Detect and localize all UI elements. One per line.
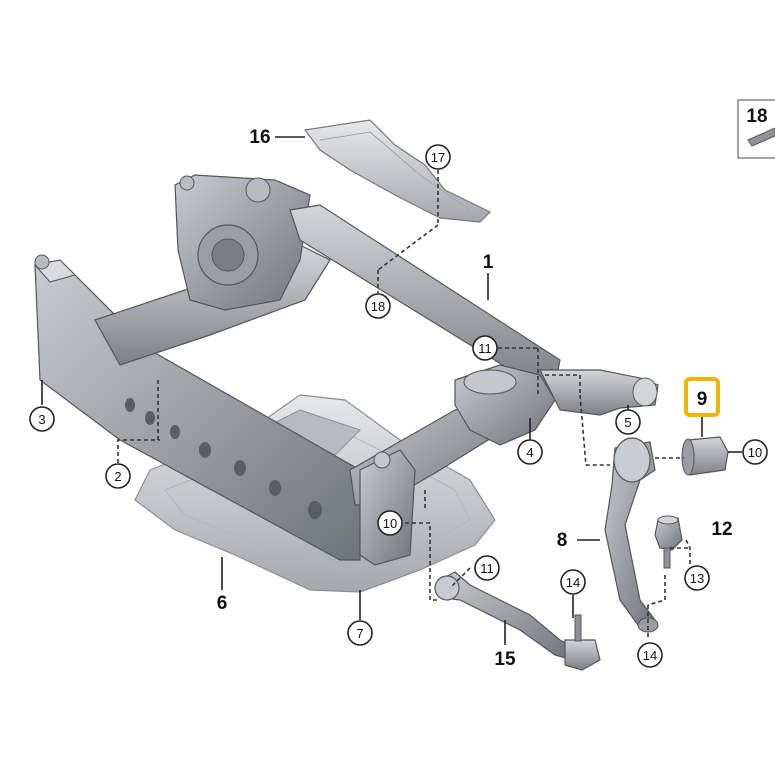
svg-text:11: 11 [480, 561, 494, 576]
svg-text:5: 5 [624, 415, 631, 430]
subframe-right-arm [539, 369, 659, 416]
label-12: 12 [711, 519, 732, 540]
heat-shield [303, 119, 492, 223]
svg-text:13: 13 [690, 571, 704, 586]
svg-text:7: 7 [356, 626, 363, 641]
subframe-diagonal-bar [289, 204, 561, 386]
ball-joint [654, 517, 683, 551]
callout-18: 18 [365, 293, 391, 319]
callout-4: 4 [517, 439, 543, 465]
highlight-box [684, 377, 720, 417]
label-6: 6 [217, 593, 228, 614]
svg-text:10: 10 [383, 516, 397, 531]
callout-5: 5 [615, 409, 641, 435]
callout-11-top: 11 [472, 335, 498, 361]
callout-14-bottom: 14 [637, 642, 663, 668]
control-arm [439, 571, 576, 661]
callout-10-center: 10 [377, 510, 403, 536]
callout-10-right: 10 [742, 439, 768, 465]
label-16: 16 [249, 127, 270, 148]
svg-text:14: 14 [643, 648, 657, 663]
svg-text:10: 10 [748, 445, 762, 460]
svg-text:17: 17 [431, 150, 445, 165]
svg-text:18: 18 [371, 299, 385, 314]
tension-strut-arm [604, 441, 656, 629]
label-15: 15 [494, 649, 516, 670]
callout-13: 13 [684, 565, 710, 591]
reference-box-18[interactable]: 18 [737, 99, 775, 159]
bracket-icon [747, 127, 775, 147]
callout-17: 17 [425, 144, 451, 170]
label-1: 1 [483, 252, 494, 273]
callout-11-bottom: 11 [474, 555, 500, 581]
svg-text:4: 4 [526, 445, 533, 460]
label-8: 8 [557, 530, 568, 551]
svg-text:2: 2 [114, 469, 121, 484]
callout-2: 2 [105, 463, 131, 489]
svg-text:18: 18 [746, 106, 767, 127]
label-9: 9 [697, 389, 708, 410]
rail-holes [125, 398, 322, 519]
callout-14-left: 14 [560, 569, 586, 595]
svg-text:3: 3 [38, 412, 45, 427]
leader-lines [41, 136, 742, 645]
callout-3: 3 [29, 406, 55, 432]
svg-text:14: 14 [566, 575, 580, 590]
callout-7: 7 [347, 620, 373, 646]
svg-text:11: 11 [478, 341, 492, 356]
